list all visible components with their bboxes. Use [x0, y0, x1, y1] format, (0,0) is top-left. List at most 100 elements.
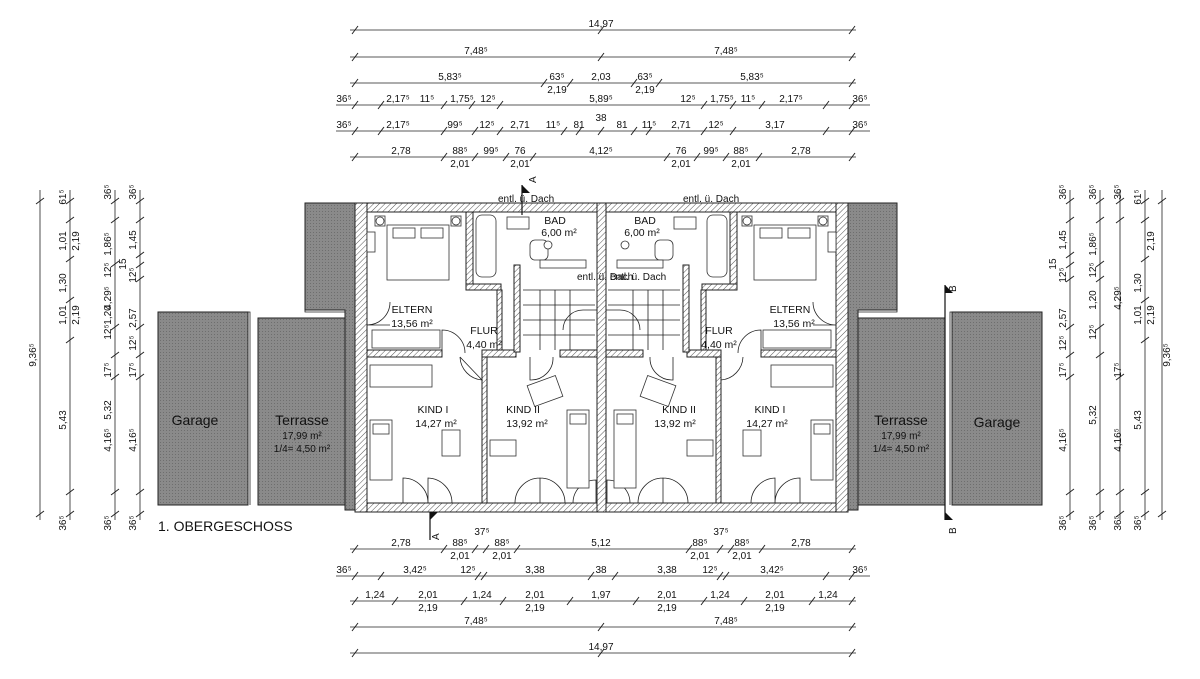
- dim-right-c2: 36⁵: [1088, 184, 1099, 199]
- room-kind1-right-area: 14,27 m²: [746, 418, 788, 430]
- dim-top-r5: 12⁵: [479, 120, 494, 131]
- room-bad-right: BAD: [634, 215, 656, 227]
- dim-top-r5: 3,17: [765, 120, 785, 131]
- dim-top-r3: 2,03: [591, 72, 611, 83]
- dim-bottom-r3: 2,19: [525, 603, 545, 614]
- dim-bottom-r1: 88⁵: [452, 538, 467, 549]
- dim-bottom-r1: 88⁵: [692, 538, 707, 549]
- dim-bottom-r3: 2,01: [525, 590, 545, 601]
- dim-bottom-r3: 1,97: [591, 590, 611, 601]
- dim-right-c1: 12⁵: [1058, 335, 1069, 350]
- dim-bottom-r2: 12⁵: [702, 565, 717, 576]
- note-entl-dach-right-2: entl. ü. Dach: [610, 272, 666, 283]
- dim-left-c2: 1,01: [58, 305, 69, 325]
- dim-right-c4: 36⁵: [1133, 515, 1144, 530]
- dim-right-c5: 9,36⁵: [1162, 343, 1173, 367]
- dim-right-c3: 4,29⁵: [1113, 286, 1124, 310]
- dim-right-c1: 36⁵: [1058, 515, 1069, 530]
- room-terrasse-left-quarter: 1/4= 4,50 m²: [274, 444, 331, 455]
- dim-top-r5: 11⁵: [546, 120, 561, 131]
- dim-right-c4: 2,19: [1146, 305, 1157, 325]
- room-kind1-left-area: 14,27 m²: [415, 418, 457, 430]
- furniture: [366, 214, 837, 489]
- note-entl-dach-right: entl. ü. Dach: [683, 194, 739, 205]
- dim-right-c4: 2,19: [1146, 231, 1157, 251]
- room-kind1-left: KIND I: [418, 404, 449, 416]
- dim-right-c2: 1,20: [1088, 290, 1099, 310]
- dim-bottom-r3: 2,19: [418, 603, 438, 614]
- walls: [354, 202, 849, 513]
- dim-left-c2: 1,30: [58, 273, 69, 293]
- room-flur-left-area: 4,40 m²: [466, 339, 502, 351]
- section-marker-a-bottom: A: [431, 533, 442, 540]
- dim-top-r4: 36⁵: [852, 94, 867, 105]
- dim-bottom-r2: 38: [595, 565, 607, 576]
- dim-top-r5: 99⁵: [447, 120, 462, 131]
- dim-top-r3: 5,83⁵: [740, 72, 764, 83]
- dim-right-c4: 1,30: [1133, 273, 1144, 293]
- right-dimension-lines: [1065, 190, 1167, 520]
- dim-right-c3: 4,16⁵: [1113, 428, 1124, 452]
- dim-top-r6: 2,78: [391, 146, 411, 157]
- dim-top-r3: 63⁵: [637, 72, 652, 83]
- dim-bottom-r2: 36⁵: [852, 565, 867, 576]
- dim-right-c1: 4,16⁵: [1058, 428, 1069, 452]
- room-flur-right: FLUR: [705, 325, 733, 337]
- dim-bottom-r1: 37⁵: [713, 527, 728, 538]
- top-dimension-lines: [336, 25, 870, 162]
- dim-top-r5: 11⁵: [642, 120, 657, 131]
- dim-left-c3: 12⁵: [103, 262, 114, 277]
- section-marker-b-bottom: B: [948, 527, 959, 534]
- dim-bottom-r3: 2,19: [657, 603, 677, 614]
- dim-bottom-r3: 2,01: [657, 590, 677, 601]
- dim-bottom-r3: 1,24: [365, 590, 385, 601]
- dim-bottom-r2: 3,38: [657, 565, 677, 576]
- section-marker-a-top: A: [528, 176, 539, 183]
- dim-bottom-r3: 2,19: [765, 603, 785, 614]
- dim-left-c4: 36⁵: [128, 515, 139, 530]
- doors: [366, 301, 837, 504]
- dim-bottom-half-left: 7,48⁵: [464, 616, 488, 627]
- dim-right-c2: 5,32: [1088, 405, 1099, 425]
- dim-left-c2: 61⁵: [58, 189, 69, 204]
- dim-top-r5: 81: [616, 120, 628, 131]
- dim-left-c2: 36⁵: [58, 515, 69, 530]
- dim-top-r6: 2,01: [510, 159, 530, 170]
- dim-top-half-left: 7,48⁵: [464, 46, 488, 57]
- dim-left-c3: 17⁵: [103, 362, 114, 377]
- dim-right-c1: 36⁵: [1058, 184, 1069, 199]
- dim-top-r5: 12⁵: [708, 120, 723, 131]
- bottom-dimension-lines: [336, 544, 870, 658]
- dim-left-c4: 36⁵: [128, 184, 139, 199]
- dim-bottom-r3: 2,01: [418, 590, 438, 601]
- dim-bottom-r1: 2,01: [492, 551, 512, 562]
- dim-left-c3: 36⁵: [103, 184, 114, 199]
- room-flur-left: FLUR: [470, 325, 498, 337]
- dim-top-half-right: 7,48⁵: [714, 46, 738, 57]
- room-bad-right-area: 6,00 m²: [624, 227, 660, 239]
- dim-top-r6: 2,01: [450, 159, 470, 170]
- dim-top-r6: 88⁵: [733, 146, 748, 157]
- dim-top-r4: 11⁵: [420, 94, 435, 105]
- room-terrasse-right-area: 17,99 m²: [881, 431, 921, 442]
- dim-top-r3: 63⁵: [549, 72, 564, 83]
- dim-top-r4: 1,75⁵: [450, 94, 474, 105]
- dim-left-c2: 1,01: [58, 231, 69, 251]
- dim-left-c1: 9,36⁵: [28, 343, 39, 367]
- dim-right-c3: 17⁵: [1113, 362, 1124, 377]
- room-bad-left-area: 6,00 m²: [541, 227, 577, 239]
- room-kind1-right: KIND I: [755, 404, 786, 416]
- dim-bottom-r3: 1,24: [818, 590, 838, 601]
- dim-top-r3: 2,19: [547, 85, 567, 96]
- dim-right-c4: 61⁵: [1133, 189, 1144, 204]
- dim-left-c3: 36⁵: [103, 515, 114, 530]
- dim-bottom-r1: 2,01: [732, 551, 752, 562]
- dim-right-c2: 1,86⁵: [1088, 232, 1099, 256]
- dim-bottom-half-right: 7,48⁵: [714, 616, 738, 627]
- dim-bottom-r1: 2,78: [391, 538, 411, 549]
- dim-bottom-r1: 88⁵: [734, 538, 749, 549]
- dim-right-c2: 12⁵: [1088, 262, 1099, 277]
- dim-top-r6: 2,01: [731, 159, 751, 170]
